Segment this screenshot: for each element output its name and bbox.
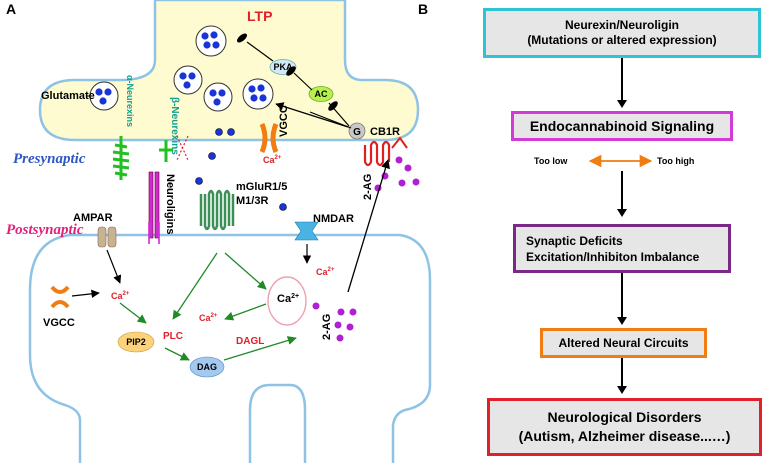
endocannabinoid-signaling-box: Endocannabinoid Signaling bbox=[511, 111, 733, 141]
g-protein-label: G bbox=[353, 127, 361, 138]
flow-arrow-4 bbox=[617, 358, 627, 394]
box2-text: Endocannabinoid Signaling bbox=[529, 118, 715, 134]
presynaptic-terminal bbox=[38, 0, 420, 142]
mglur-receptor bbox=[199, 189, 235, 231]
flow-arrow-1 bbox=[617, 58, 627, 108]
pip2-label: PIP2 bbox=[126, 337, 146, 347]
dag-node bbox=[189, 356, 225, 378]
postsynaptic-membrane-inner bbox=[248, 383, 307, 463]
altered-neural-circuits-box: Altered Neural Circuits bbox=[540, 328, 707, 358]
vgcc-pre-channel bbox=[259, 123, 279, 153]
synaptic-deficits-box: Synaptic Deficits Excitation/Inhibiton I… bbox=[513, 224, 731, 273]
cb1r-tail bbox=[391, 136, 408, 149]
beta-neurexins-label: β-Neurexins bbox=[169, 97, 180, 155]
ca-ampar-label: Ca2+ bbox=[111, 291, 130, 301]
vgcc-post-arrow bbox=[71, 289, 100, 299]
dag-label: DAG bbox=[197, 362, 217, 372]
two-ag-cleft-label: 2-AG bbox=[362, 174, 374, 200]
neuroligin-protein bbox=[148, 171, 160, 244]
cleft-2ag-dots bbox=[374, 156, 420, 192]
box1-line2: (Mutations or altered expression) bbox=[527, 33, 717, 47]
cleft-glutamate bbox=[195, 128, 287, 211]
ca-plc-label: Ca2+ bbox=[199, 313, 218, 323]
neurexin-cross-icon bbox=[176, 135, 189, 161]
box3-line2: Excitation/Inhibiton Imbalance bbox=[526, 249, 700, 264]
vesicle bbox=[242, 78, 274, 110]
g-protein bbox=[348, 122, 366, 140]
presynaptic-label: Presynaptic bbox=[13, 151, 86, 167]
ampar-label: AMPAR bbox=[73, 212, 113, 224]
two-ag-post-label: 2-AG bbox=[321, 314, 333, 340]
neuroligins-label: Neuroligins bbox=[164, 174, 176, 235]
green-signal-arrows bbox=[119, 252, 297, 361]
postsynaptic-membrane bbox=[28, 233, 432, 463]
alpha-neurexin-protein bbox=[112, 136, 130, 180]
pip2-node bbox=[117, 331, 155, 353]
neurexin-neuroligin-box: Neurexin/Neuroligin (Mutations or altere… bbox=[483, 8, 761, 58]
glutamate-label: Glutamate bbox=[41, 90, 95, 102]
box4-text: Altered Neural Circuits bbox=[558, 336, 689, 350]
two-ag-retrograde-arrow bbox=[347, 159, 390, 293]
flow-arrow-3 bbox=[617, 273, 627, 325]
vgcc-pre-label: VGCC bbox=[278, 105, 290, 137]
flow-arrow-2 bbox=[617, 171, 627, 217]
panel-a-label: A bbox=[6, 1, 16, 17]
vgcc-post-label: VGCC bbox=[43, 317, 75, 329]
vgcc-post-channel bbox=[50, 285, 70, 309]
post-2ag-dots bbox=[312, 302, 357, 342]
panel-b-label: B bbox=[418, 1, 428, 17]
box3-line1: Synaptic Deficits bbox=[526, 233, 623, 248]
neurological-disorders-box: Neurological Disorders (Autism, Alzheime… bbox=[487, 398, 762, 456]
alpha-neurexins-label: α-Neurexins bbox=[125, 75, 135, 127]
cb1r-label: CB1R bbox=[370, 126, 400, 138]
vesicle bbox=[89, 81, 119, 111]
m13r-label: M1/3R bbox=[236, 195, 268, 207]
cb1r-receptor bbox=[363, 140, 391, 167]
ca-nmdar-label: Ca2+ bbox=[316, 267, 335, 277]
postsynaptic-label: Postsynaptic bbox=[6, 222, 84, 238]
box5-line1: Neurological Disorders bbox=[547, 409, 702, 425]
pka-label: PKA bbox=[273, 62, 293, 72]
box5-line2: (Autism, Alzheimer disease...…) bbox=[518, 428, 731, 444]
g-to-vgcc-arrow bbox=[275, 102, 349, 128]
vesicle bbox=[195, 25, 227, 57]
plc-label: PLC bbox=[163, 331, 183, 342]
ac-label: AC bbox=[315, 89, 328, 99]
ampar-receptor bbox=[97, 226, 117, 248]
calcium-store-label: Ca2+ bbox=[277, 293, 299, 305]
nmdar-label: NMDAR bbox=[313, 213, 354, 225]
ampar-ca-arrow bbox=[106, 249, 122, 284]
dagl-label: DAGL bbox=[236, 336, 264, 347]
too-high-label: Too high bbox=[657, 156, 694, 166]
beta-neurexin-protein bbox=[159, 140, 173, 162]
ac-node bbox=[308, 86, 334, 102]
ltp-label: LTP bbox=[247, 8, 272, 24]
nmdar-receptor bbox=[294, 221, 319, 241]
vesicle bbox=[173, 65, 203, 95]
calcium-store bbox=[267, 276, 307, 326]
ca-pre-label: Ca2+ bbox=[263, 155, 282, 165]
too-low-label: Too low bbox=[534, 156, 568, 166]
vesicle bbox=[203, 82, 233, 112]
box1-line1: Neurexin/Neuroligin bbox=[564, 18, 680, 32]
inhibition-heads bbox=[237, 33, 338, 111]
mglur-label: mGluR1/5 bbox=[236, 181, 287, 193]
